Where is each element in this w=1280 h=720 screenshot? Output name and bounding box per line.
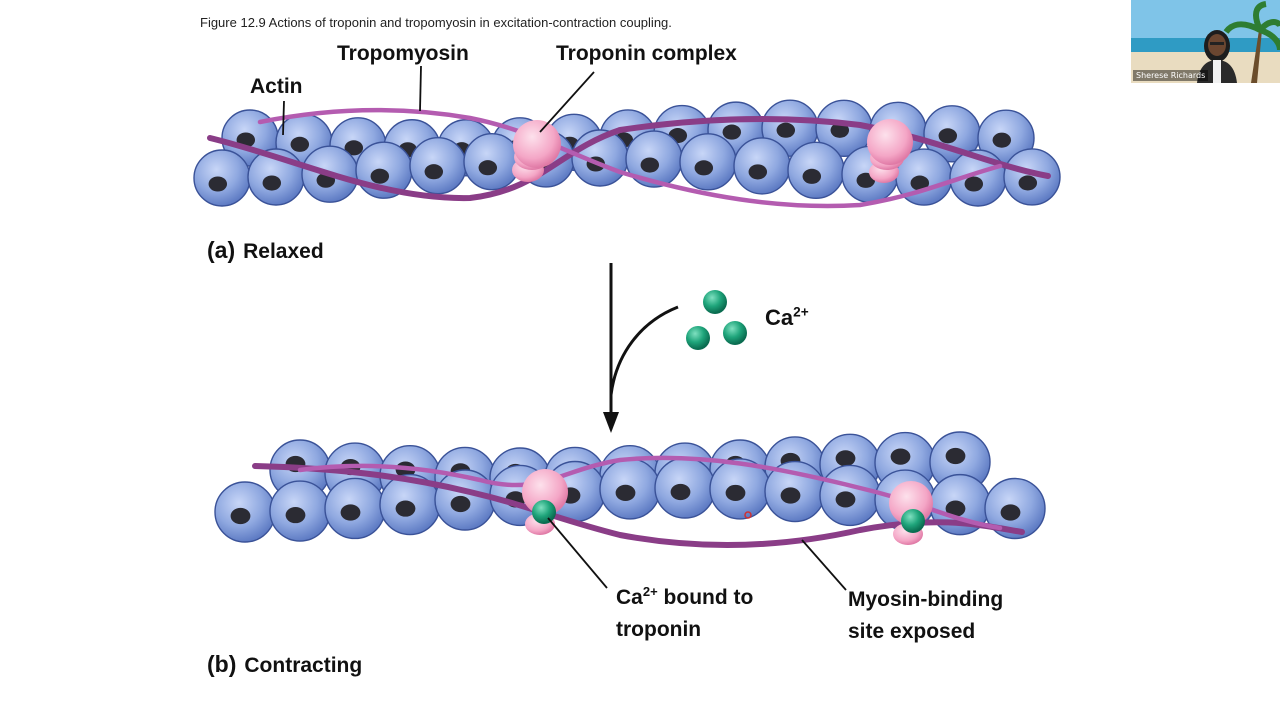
panel-b-letter: (b) — [207, 651, 237, 677]
ca-bound-rest: bound to — [657, 586, 754, 609]
myosin-binding-site — [725, 484, 746, 502]
calcium-label-sup: 2+ — [793, 304, 809, 320]
troponin-leader-line — [539, 71, 595, 133]
myosin-binding-site — [478, 160, 498, 176]
myosin-binding-site — [722, 124, 742, 140]
bound-calcium-b1 — [532, 500, 556, 524]
myosin-site-label: Myosin-binding site exposed — [848, 584, 1003, 648]
myosin-binding-site — [802, 168, 822, 184]
ca-bound-sup: 2+ — [642, 584, 658, 599]
myosin-binding-site — [992, 132, 1012, 148]
myosin-binding-site — [395, 500, 416, 517]
troponin-complex-b2 — [889, 481, 933, 545]
myosin-binding-site — [945, 447, 966, 465]
panel-a-letter: (a) — [207, 237, 236, 263]
myosin-binding-site — [262, 175, 282, 191]
myosin-binding-site — [748, 164, 768, 180]
myosin-binding-site — [890, 448, 911, 465]
panel-a-name: Relaxed — [243, 240, 324, 263]
tropomyosin-strand-a — [207, 116, 1051, 202]
tropomyosin-label: Tropomyosin — [337, 42, 469, 65]
myosin-binding-site — [208, 176, 228, 192]
troponin-complex-a1 — [512, 120, 561, 182]
myosin-binding-site — [640, 157, 660, 173]
myosin-binding-site — [424, 164, 444, 180]
myosin-binding-site — [938, 128, 958, 144]
myosin-binding-site — [776, 122, 796, 138]
calcium-label: Ca2+ — [765, 305, 809, 331]
ca-bound-label: Ca2+ bound to troponin — [616, 582, 753, 646]
myosin-binding-site — [945, 500, 966, 517]
myosin-binding-site — [964, 176, 984, 192]
troponin-complex-label: Troponin complex — [556, 42, 737, 65]
myosin-binding-site — [694, 160, 714, 176]
panel-b-name: Contracting — [244, 654, 363, 677]
myosin-binding-site — [830, 122, 850, 138]
tropomyosin-leader-line — [419, 65, 422, 112]
contracting-filament — [214, 431, 1046, 549]
myosin-binding-site — [615, 484, 636, 502]
ca-bound-line2: troponin — [616, 618, 702, 641]
troponin-complex-a2 — [867, 119, 913, 183]
myosin-binding-site — [290, 136, 310, 152]
figure-caption: Figure 12.9 Actions of troponin and trop… — [200, 15, 672, 30]
cursor-dot — [744, 511, 752, 519]
myosin-binding-site — [285, 506, 306, 524]
myosin-binding-site — [230, 507, 251, 525]
calcium-label-base: Ca — [765, 305, 794, 330]
webcam-video — [1131, 0, 1280, 83]
relaxed-filament — [193, 99, 1061, 209]
myosin-binding-site — [340, 504, 361, 521]
calcium-ions — [686, 290, 747, 350]
myosin-binding-site — [450, 495, 471, 513]
troponin-complex-b1 — [522, 469, 568, 535]
panel-a-title: (a) Relaxed — [207, 237, 324, 264]
myosin-binding-site — [670, 483, 691, 501]
actin-label: Actin — [250, 75, 303, 98]
ca-bound-base: Ca — [616, 586, 643, 609]
panel-b-title: (b) Contracting — [207, 651, 362, 678]
myosin-binding-site — [835, 450, 856, 467]
ca-bound-leader-line — [547, 517, 608, 589]
bound-calcium-b2 — [901, 509, 925, 533]
myosin-binding-site — [1000, 504, 1021, 521]
myosin-line2: site exposed — [848, 620, 976, 643]
webcam-participant-name: Sherese Richards — [1133, 70, 1209, 81]
myosin-binding-site — [344, 140, 364, 156]
tropomyosin-strand-a-top — [257, 107, 1003, 209]
webcam-thumbnail[interactable]: Sherese Richards — [1131, 0, 1280, 83]
actin-leader-line — [282, 100, 285, 136]
myosin-binding-site — [835, 491, 856, 508]
myosin-binding-site — [370, 168, 390, 184]
myosin-binding-site — [780, 487, 801, 504]
myosin-binding-site — [910, 175, 930, 191]
myosin-site-leader-line — [801, 539, 847, 591]
myosin-line1: Myosin-binding — [848, 588, 1004, 611]
myosin-binding-site — [1018, 175, 1038, 191]
transition-arrow — [603, 263, 679, 433]
